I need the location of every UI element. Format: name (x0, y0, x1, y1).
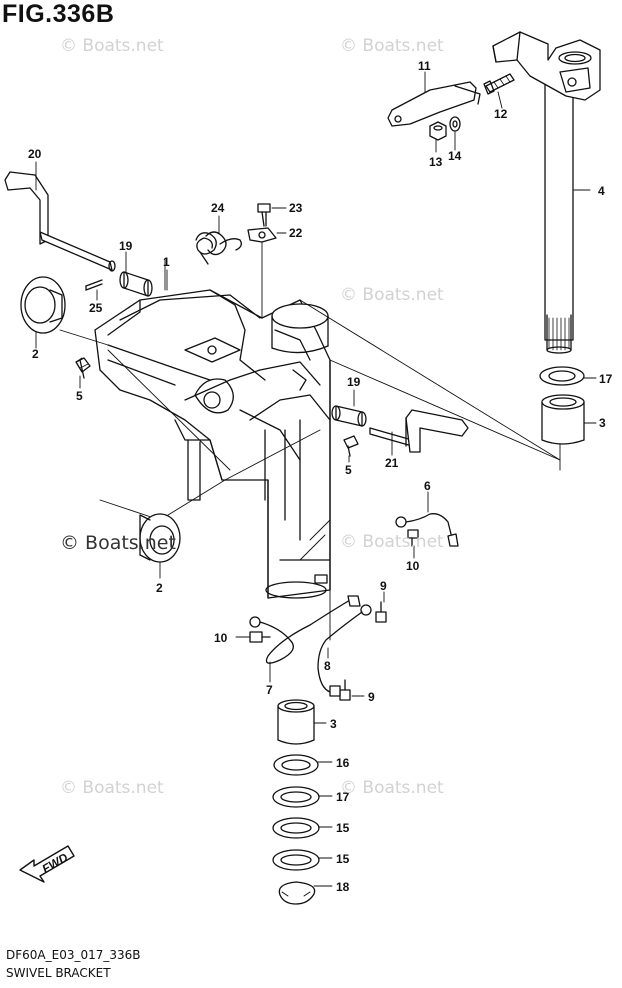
grease-nipple-5-left-part (75, 357, 91, 379)
callout-7: 7 (266, 683, 273, 697)
callout-3-right: 3 (599, 416, 606, 430)
figure-title: FIG.336B (2, 0, 115, 28)
watermark: © Boats.net (60, 36, 164, 56)
watermark: © Boats.net (340, 532, 444, 552)
callout-24: 24 (211, 201, 225, 215)
watermark: © Boats.net (340, 778, 444, 798)
bolt-10-upper-part (407, 529, 419, 547)
callout-18: 18 (336, 880, 350, 894)
callout-21: 21 (385, 456, 399, 470)
swivel-shaft-part (492, 31, 601, 354)
bushing-3-right-part (541, 394, 585, 445)
circlip-18-part (278, 881, 316, 905)
washer-14-part (449, 116, 461, 132)
grease-nipple-5-right-part (343, 435, 359, 457)
washer-15-upper-part (272, 817, 320, 839)
figure-name: SWIVEL BRACKET (6, 966, 111, 980)
bushing-19-right-part (331, 405, 367, 427)
wire-7-part (249, 595, 361, 664)
callout-17-lower: 17 (336, 790, 350, 804)
fwd-arrow-icon (19, 845, 75, 883)
watermark: © Boats.net (60, 778, 164, 798)
pin-25-part (85, 279, 103, 291)
callout-1: 1 (163, 255, 170, 269)
callout-19-right: 19 (347, 375, 361, 389)
callout-23: 23 (289, 201, 303, 215)
callout-15-lower: 15 (336, 852, 350, 866)
callout-5-right: 5 (345, 463, 352, 477)
lever-21-part (369, 409, 469, 453)
callout-14: 14 (448, 149, 462, 163)
callout-15-upper: 15 (336, 821, 350, 835)
callout-2-lower: 2 (156, 581, 163, 595)
wire-8-part (317, 604, 372, 697)
callout-leaders (35, 71, 597, 887)
callout-12: 12 (494, 107, 508, 121)
bolt-10-lower-part (249, 631, 271, 643)
clip-22-part (247, 227, 277, 243)
callout-10-lower: 10 (214, 631, 228, 645)
callout-2-upper: 2 (32, 347, 39, 361)
callout-19-upper: 19 (119, 239, 133, 253)
callout-16: 16 (336, 756, 350, 770)
bolt-9-lower-part (339, 679, 351, 701)
callout-4: 4 (598, 184, 605, 198)
cap-2-lower-part (139, 513, 181, 563)
callout-20: 20 (28, 147, 42, 161)
lever-20-part (4, 171, 116, 272)
spring-24-part (195, 231, 242, 265)
swivel-bracket-1-part (94, 289, 331, 599)
callout-3-lower: 3 (330, 717, 337, 731)
washer-15-lower-part (272, 849, 320, 871)
callout-8: 8 (324, 659, 331, 673)
figure-code: DF60A_E03_017_336B (6, 948, 141, 962)
cap-2-upper-part (20, 276, 66, 334)
washer-17-right-part (539, 366, 585, 386)
bolt-23-part (257, 203, 271, 227)
callout-5-left: 5 (76, 389, 83, 403)
callout-17-right: 17 (599, 372, 613, 386)
watermark: © Boats.net (340, 36, 444, 56)
callout-13: 13 (429, 155, 443, 169)
callout-25: 25 (89, 301, 103, 315)
bushing-19-part (119, 271, 153, 297)
bolt-9-upper-part (375, 601, 387, 623)
ground-wire-6-part (395, 513, 459, 547)
bolt-12-part (483, 73, 515, 95)
callout-6: 6 (424, 479, 431, 493)
watermark-prominent: © Boats.net (60, 532, 176, 554)
nut-13-part (429, 121, 447, 141)
callout-9-lower: 9 (368, 690, 375, 704)
watermark: © Boats.net (340, 285, 444, 305)
callout-22: 22 (289, 226, 303, 240)
washer-16-part (273, 754, 319, 776)
callout-11: 11 (418, 59, 431, 73)
washer-17-lower-part (272, 786, 320, 808)
callout-9-upper: 9 (380, 579, 387, 593)
callout-10-upper: 10 (406, 559, 420, 573)
bracket-11-part (387, 81, 481, 127)
bushing-3-lower-part (277, 699, 315, 745)
